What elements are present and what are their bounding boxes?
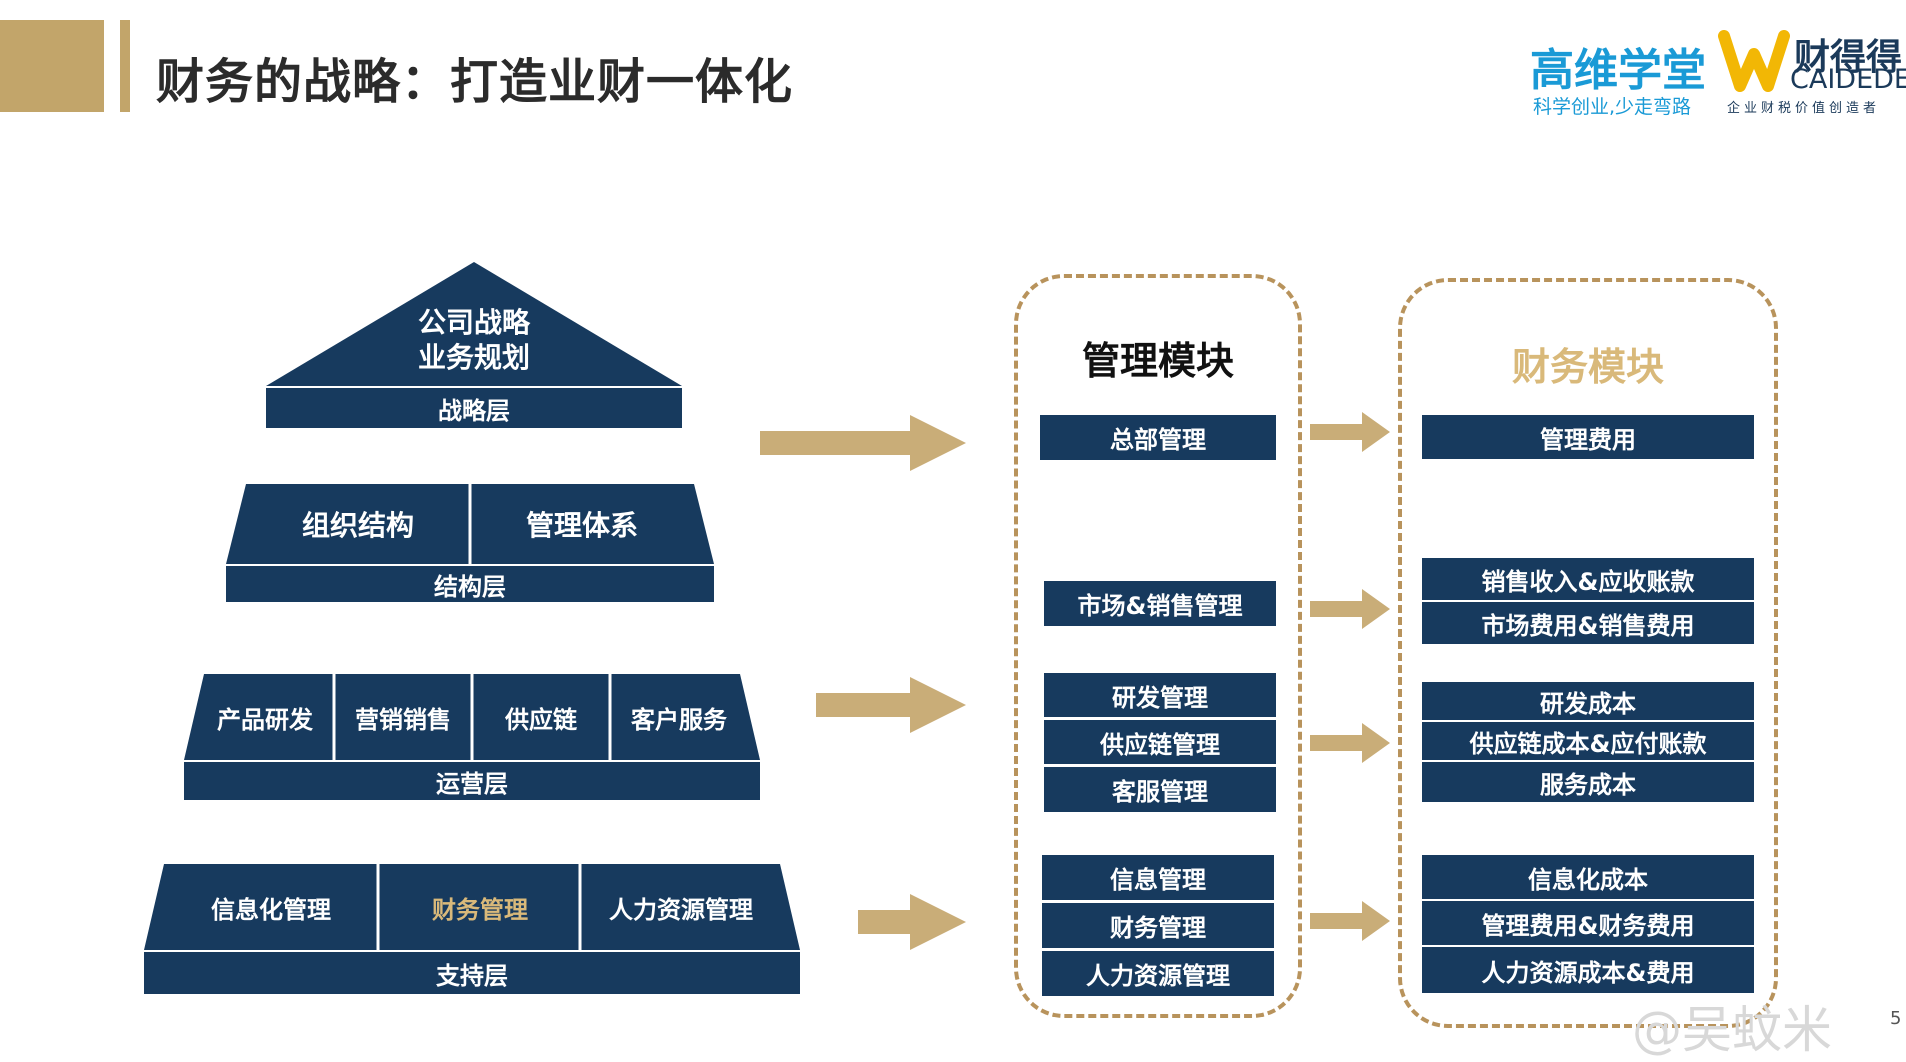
fin-item-sales-revenue: 销售收入&应收账款 <box>1422 558 1754 600</box>
mgmt-item-supply: 供应链管理 <box>1044 720 1276 764</box>
watermark: @吴蚊米 <box>1632 1001 1832 1059</box>
operation-layer-bar: 运营层 <box>184 762 760 800</box>
operation-cell-4: 客户服务 <box>631 705 727 734</box>
support-cell-2: 财务管理 <box>432 895 528 924</box>
finance-module-title: 财务模块 <box>1511 345 1664 389</box>
support-cell-3: 人力资源管理 <box>609 895 753 924</box>
gaowei-logo-name: 高维学堂 <box>1530 45 1706 96</box>
page-number: 5 <box>1890 1008 1902 1029</box>
operation-trapezoid <box>184 674 760 760</box>
support-trapezoid <box>144 864 800 950</box>
header-accent-block <box>0 20 104 112</box>
fin-item-rd-cost: 研发成本 <box>1422 682 1754 720</box>
arrow-right-icon <box>1310 723 1390 763</box>
caidede-logo-en: CAIDEDE <box>1790 64 1906 95</box>
strategy-top-line2: 业务规划 <box>417 341 530 374</box>
arrow-right-icon <box>1310 412 1390 452</box>
fin-item-mgmt-finance-expense: 管理费用&财务费用 <box>1422 901 1754 945</box>
structure-cell-1: 组织结构 <box>301 509 414 542</box>
gaowei-logo-slogan: 科学创业,少走弯路 <box>1533 96 1692 118</box>
operation-cell-1: 产品研发 <box>217 705 313 734</box>
fin-item-mgmt-expense: 管理费用 <box>1422 415 1754 459</box>
arrow-right-icon <box>816 677 966 733</box>
management-module-title: 管理模块 <box>1081 339 1234 383</box>
operation-cell-3: 供应链 <box>505 705 577 734</box>
finance-module-frame <box>1398 278 1778 1028</box>
mgmt-item-rd: 研发管理 <box>1044 673 1276 717</box>
mgmt-item-hq: 总部管理 <box>1040 415 1276 460</box>
mgmt-item-marketing: 市场&销售管理 <box>1044 581 1276 626</box>
caidede-logo-slogan: 企业财税价值创造者 <box>1727 101 1881 116</box>
operation-cell-2: 营销销售 <box>355 705 451 734</box>
management-module-frame <box>1014 274 1302 1018</box>
strategy-layer-bar: 战略层 <box>266 388 682 428</box>
fin-item-supply-cost: 供应链成本&应付账款 <box>1422 722 1754 760</box>
fin-item-service-cost: 服务成本 <box>1422 762 1754 802</box>
mgmt-item-info: 信息管理 <box>1042 855 1274 900</box>
structure-cell-2: 管理体系 <box>525 509 638 542</box>
support-layer-bar: 支持层 <box>144 952 800 994</box>
structure-trapezoid <box>226 484 714 564</box>
mgmt-item-service: 客服管理 <box>1044 767 1276 812</box>
arrow-right-icon <box>760 415 966 471</box>
strategy-triangle <box>266 262 682 386</box>
structure-layer-bar: 结构层 <box>226 566 714 602</box>
mgmt-item-finance: 财务管理 <box>1042 903 1274 948</box>
mgmt-item-hr: 人力资源管理 <box>1042 951 1274 996</box>
fin-item-it-cost: 信息化成本 <box>1422 855 1754 899</box>
page-title: 财务的战略：打造业财一体化 <box>156 54 794 110</box>
arrow-right-icon <box>1310 589 1390 629</box>
fin-item-market-expense: 市场费用&销售费用 <box>1422 602 1754 644</box>
fin-item-hr-cost: 人力资源成本&费用 <box>1422 947 1754 993</box>
caidede-logo-name: 财得得 <box>1794 37 1903 78</box>
strategy-top-line1: 公司战略 <box>417 306 530 339</box>
caidede-logo-icon <box>1718 30 1790 92</box>
arrow-right-icon <box>1310 901 1390 941</box>
support-cell-1: 信息化管理 <box>211 895 331 924</box>
header-accent-bar <box>120 20 130 112</box>
arrow-right-icon <box>858 894 966 950</box>
